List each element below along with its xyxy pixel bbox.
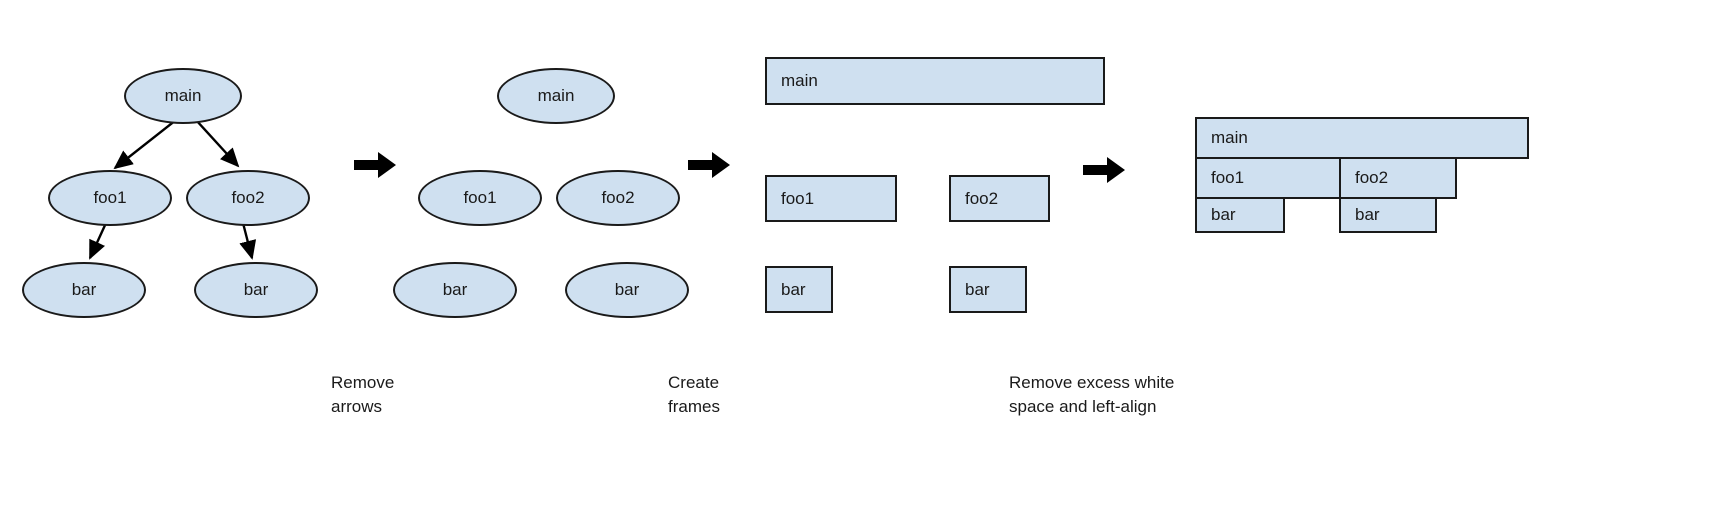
node-label: foo2 [601,188,635,207]
node-main-panel1[interactable]: main [124,68,242,124]
right-block-arrow-2 [688,150,730,180]
node-foo1-panel2[interactable]: foo1 [418,170,542,226]
node-foo2-panel2[interactable]: foo2 [556,170,680,226]
node-label: bar [442,280,468,299]
node-label: bar [243,280,269,299]
flame-main[interactable]: main [1195,117,1529,159]
node-bar-right-panel1[interactable]: bar [194,262,318,318]
node-label: bar [71,280,97,299]
frame-label: foo1 [781,188,815,208]
flame-bar-left[interactable]: bar [1195,197,1285,233]
flame-label: main [1211,128,1248,147]
flame-label: bar [1355,205,1380,224]
node-label: main [537,86,575,105]
node-bar-left-panel2[interactable]: bar [393,262,517,318]
node-label: foo2 [231,188,265,207]
node-label: foo1 [463,188,497,207]
frame-label: foo2 [965,188,999,208]
flame-foo1[interactable]: foo1 [1195,157,1341,199]
node-label: main [164,86,202,105]
frame-foo1-panel3[interactable]: foo1 [765,175,897,222]
frame-label: bar [965,279,990,299]
frame-main-panel3[interactable]: main [765,57,1105,105]
frame-bar-left-panel3[interactable]: bar [765,266,833,313]
right-block-arrow-1 [354,150,396,180]
flame-label: foo2 [1355,168,1389,187]
node-foo1-panel1[interactable]: foo1 [48,170,172,226]
node-bar-right-panel2[interactable]: bar [565,262,689,318]
caption-remove-arrows: Remove arrows [331,373,395,416]
caption-create-frames: Create frames [668,373,720,416]
frame-foo2-panel3[interactable]: foo2 [949,175,1050,222]
node-foo2-panel1[interactable]: foo2 [186,170,310,226]
flame-label: bar [1211,205,1236,224]
caption-remove-excess-white-space: Remove excess white space and left-align [1009,373,1175,416]
node-main-panel2[interactable]: main [497,68,615,124]
frame-bar-right-panel3[interactable]: bar [949,266,1027,313]
flame-foo2[interactable]: foo2 [1339,157,1457,199]
flame-bar-right[interactable]: bar [1339,197,1437,233]
flame-label: foo1 [1211,168,1245,187]
right-block-arrow-3 [1083,155,1125,185]
node-bar-left-panel1[interactable]: bar [22,262,146,318]
node-label: bar [614,280,640,299]
frame-label: main [781,71,818,90]
node-label: foo1 [93,188,127,207]
frame-label: bar [781,279,806,299]
